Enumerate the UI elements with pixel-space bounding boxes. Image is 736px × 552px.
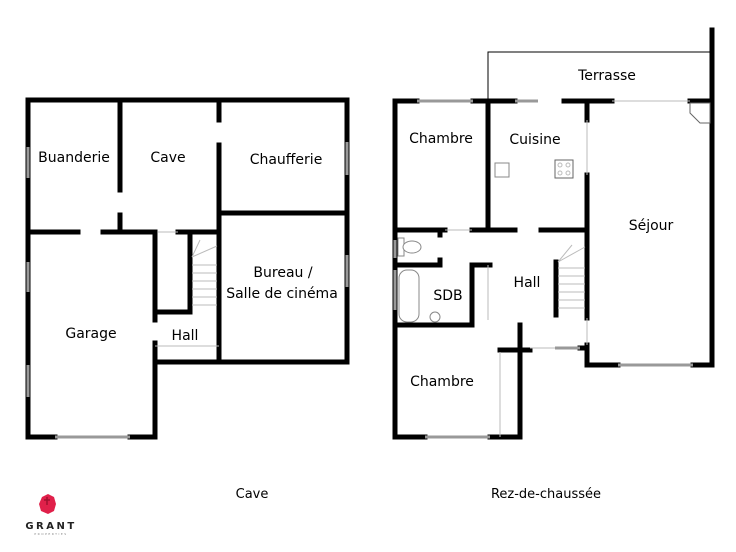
fixtures <box>397 102 711 323</box>
room-label: Séjour <box>629 218 674 234</box>
room-label: Buanderie <box>38 150 110 166</box>
room-label: Chaufferie <box>250 152 323 168</box>
room-label: Bureau / <box>253 265 312 281</box>
logo-subtext: PROPERTIES <box>34 532 67 536</box>
plan-caption: Cave <box>236 487 269 502</box>
sink-icon <box>429 311 441 323</box>
logo-text: GRANT <box>25 521 76 532</box>
room-label: Chambre <box>410 374 474 390</box>
fireplace-icon <box>689 102 711 124</box>
cooktop-icon <box>554 159 574 179</box>
stairs <box>191 239 218 306</box>
walls <box>392 27 715 440</box>
stairs <box>557 244 586 309</box>
terrace-outline <box>487 51 712 101</box>
room-label: Salle de cinéma <box>226 286 338 302</box>
room-label: Terrasse <box>577 68 636 84</box>
ground-floor-plan: Terrasse Chambre Cuisine Séjour Hall SDB… <box>392 27 715 502</box>
kitchen-sink-icon <box>494 162 510 178</box>
grant-logo: GRANT PROPERTIES <box>25 494 76 536</box>
windows <box>393 99 693 439</box>
room-label: Cave <box>150 150 185 166</box>
room-label: SDB <box>433 288 462 304</box>
bathtub-icon <box>398 269 420 323</box>
plan-caption: Rez-de-chaussée <box>491 487 601 502</box>
windows <box>26 142 349 439</box>
toilet-bowl-icon <box>402 240 422 254</box>
room-label: Cuisine <box>509 132 560 148</box>
room-label: Garage <box>65 326 116 342</box>
cave-plan: Buanderie Cave Chaufferie Bureau / Salle… <box>25 97 350 502</box>
room-label: Chambre <box>409 131 473 147</box>
room-label: Hall <box>514 275 541 291</box>
room-label: Hall <box>172 328 199 344</box>
